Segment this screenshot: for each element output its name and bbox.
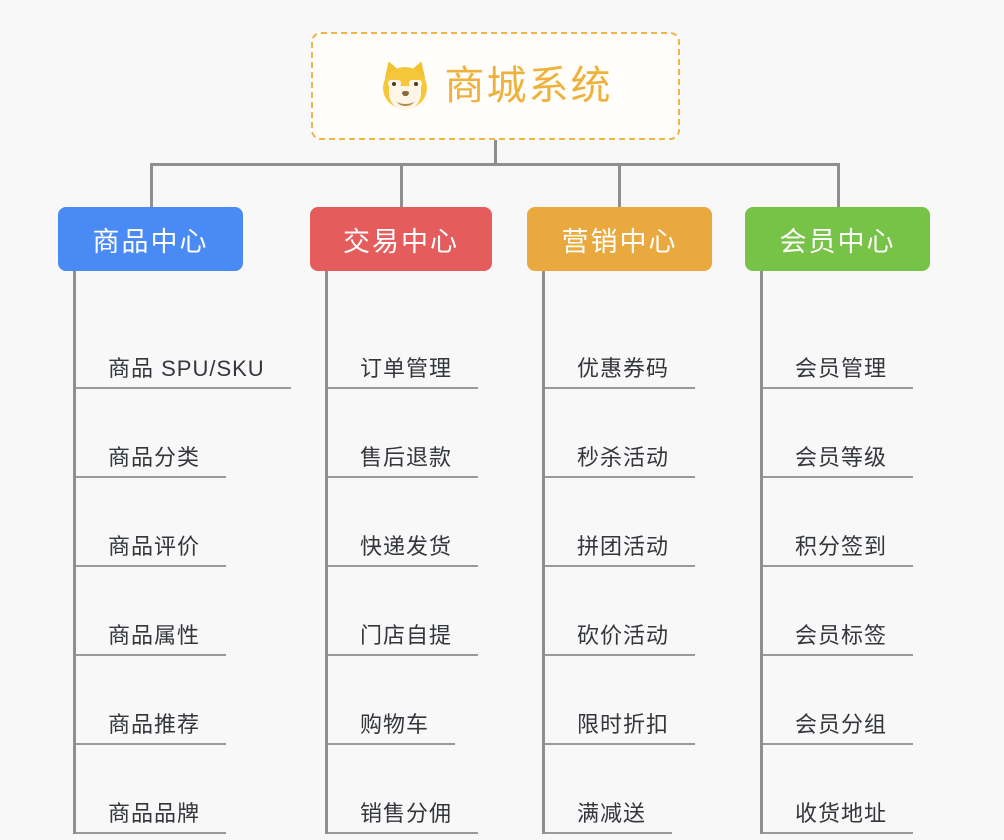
list-item[interactable]: 商品属性	[76, 567, 291, 656]
list-item-label: 商品属性	[76, 623, 227, 656]
shiba-inu-dog-icon	[379, 58, 431, 112]
connector-drop-商品中心	[150, 163, 153, 207]
list-item[interactable]: 商品分类	[76, 389, 291, 478]
list-item-label: 会员管理	[763, 356, 914, 389]
connector-root-stem	[494, 140, 497, 165]
category-item-list-4: 会员管理 会员等级 积分签到 会员标签 会员分组 收货地址	[760, 300, 930, 834]
list-item[interactable]: 优惠券码	[545, 300, 712, 389]
list-item-label: 拼团活动	[545, 534, 696, 567]
category-item-list-1: 商品 SPU/SKU 商品分类 商品评价 商品属性 商品推荐 商品品牌	[73, 300, 291, 834]
list-item[interactable]: 会员分组	[763, 656, 930, 745]
list-item-label: 积分签到	[763, 534, 914, 567]
connector-category-stem-4	[760, 271, 763, 300]
category-header-2[interactable]: 交易中心	[310, 207, 492, 271]
dog-nose-icon	[401, 91, 409, 96]
list-item-label: 售后退款	[328, 445, 479, 478]
list-item[interactable]: 砍价活动	[545, 567, 712, 656]
list-item-label: 满减送	[545, 801, 673, 834]
list-item[interactable]: 购物车	[328, 656, 492, 745]
list-item-label: 门店自提	[328, 623, 479, 656]
dog-eye-right-icon	[413, 82, 418, 86]
list-item[interactable]: 满减送	[545, 745, 712, 834]
list-item-label: 会员分组	[763, 712, 914, 745]
list-item-label: 砍价活动	[545, 623, 696, 656]
list-item-label: 商品品牌	[76, 801, 227, 834]
root-node-商城系统[interactable]: 商城系统	[311, 32, 680, 140]
list-item[interactable]: 商品推荐	[76, 656, 291, 745]
category-column-3: 营销中心 优惠券码 秒杀活动 拼团活动 砍价活动 限时折扣 满减送	[527, 207, 712, 834]
category-column-1: 商品中心 商品 SPU/SKU 商品分类 商品评价 商品属性 商品推荐 商品品牌	[58, 207, 291, 834]
dog-eye-left-icon	[391, 82, 396, 86]
category-header-4[interactable]: 会员中心	[745, 207, 930, 271]
list-item[interactable]: 积分签到	[763, 478, 930, 567]
category-header-3[interactable]: 营销中心	[527, 207, 712, 271]
list-item[interactable]: 商品品牌	[76, 745, 291, 834]
list-item-label: 优惠券码	[545, 356, 696, 389]
list-item[interactable]: 会员等级	[763, 389, 930, 478]
connector-drop-会员中心	[837, 163, 840, 207]
list-item[interactable]: 销售分佣	[328, 745, 492, 834]
connector-category-stem-1	[73, 271, 76, 300]
list-item[interactable]: 会员标签	[763, 567, 930, 656]
list-item-label: 会员标签	[763, 623, 914, 656]
list-item-label: 销售分佣	[328, 801, 479, 834]
list-item-label: 快递发货	[328, 534, 479, 567]
list-item-label: 商品推荐	[76, 712, 227, 745]
list-item-label: 商品评价	[76, 534, 227, 567]
connector-horizontal-bus	[150, 163, 840, 166]
list-item[interactable]: 售后退款	[328, 389, 492, 478]
list-item[interactable]: 快递发货	[328, 478, 492, 567]
connector-category-stem-3	[542, 271, 545, 300]
list-item[interactable]: 订单管理	[328, 300, 492, 389]
list-item-label: 订单管理	[328, 356, 479, 389]
list-item-label: 会员等级	[763, 445, 914, 478]
connector-category-stem-2	[325, 271, 328, 300]
category-item-list-2: 订单管理 售后退款 快递发货 门店自提 购物车 销售分佣	[325, 300, 492, 834]
list-item[interactable]: 收货地址	[763, 745, 930, 834]
list-item[interactable]: 限时折扣	[545, 656, 712, 745]
shiba-inu-dog-glyph	[379, 58, 431, 112]
list-item[interactable]: 拼团活动	[545, 478, 712, 567]
root-node-title: 商城系统	[444, 64, 613, 108]
list-item-label: 商品 SPU/SKU	[76, 356, 291, 389]
connector-drop-营销中心	[618, 163, 621, 207]
category-column-2: 交易中心 订单管理 售后退款 快递发货 门店自提 购物车 销售分佣	[310, 207, 492, 834]
list-item[interactable]: 秒杀活动	[545, 389, 712, 478]
list-item-label: 秒杀活动	[545, 445, 696, 478]
list-item-label: 商品分类	[76, 445, 227, 478]
list-item[interactable]: 会员管理	[763, 300, 930, 389]
list-item[interactable]: 门店自提	[328, 567, 492, 656]
category-item-list-3: 优惠券码 秒杀活动 拼团活动 砍价活动 限时折扣 满减送	[542, 300, 712, 834]
list-item[interactable]: 商品 SPU/SKU	[76, 300, 291, 389]
list-item-label: 购物车	[328, 712, 456, 745]
dog-mouth-icon	[396, 96, 414, 106]
list-item-label: 收货地址	[763, 801, 914, 834]
list-item-label: 限时折扣	[545, 712, 696, 745]
category-column-4: 会员中心 会员管理 会员等级 积分签到 会员标签 会员分组 收货地址	[745, 207, 930, 834]
connector-drop-交易中心	[400, 163, 403, 207]
list-item[interactable]: 商品评价	[76, 478, 291, 567]
category-header-1[interactable]: 商品中心	[58, 207, 243, 271]
